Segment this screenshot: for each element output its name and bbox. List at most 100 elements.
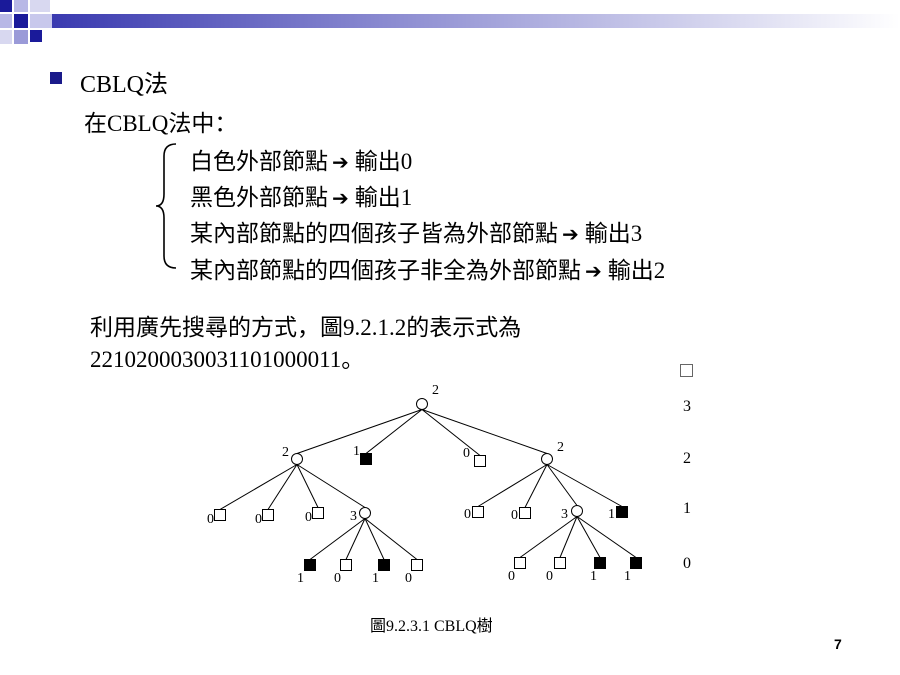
rule-text: 黑色外部節點 [190,185,328,210]
header-decoration [0,0,900,44]
tree-node-label: 3 [561,507,568,522]
tree-internal-node [541,453,553,465]
tree-internal-node [359,507,371,519]
tree-edge [219,464,298,510]
right-arrow-icon: ➔ [332,186,349,210]
tree-edge [559,516,578,558]
tree-edge [421,409,481,456]
slide-heading: CBLQ法 [80,72,169,98]
tree-node-label: 1 [372,571,379,586]
tree-black-leaf [630,557,642,569]
tree-node-label: 0 [305,510,312,525]
tree-node-label: 0 [405,571,412,586]
tree-black-leaf [594,557,606,569]
rule-text: 某內部節點的四個孩子皆為外部節點 [190,221,558,246]
rule-output: 輸出1 [354,185,413,210]
rule-output: 輸出3 [584,221,643,246]
tree-edge [421,409,548,454]
level-label: 0 [683,555,691,572]
tree-edge [365,409,423,454]
tree-node-label: 1 [590,569,597,584]
deco-square [30,30,42,42]
tree-internal-node [291,453,303,465]
tree-node-label: 3 [350,509,357,524]
tree-node-label: 0 [207,512,214,527]
deco-square [0,0,12,12]
deco-square [14,0,28,12]
tree-white-leaf [554,557,566,569]
tree-black-leaf [378,559,390,571]
tree-edge [546,464,623,507]
tree-white-leaf [514,557,526,569]
deco-square [14,30,28,44]
tree-node-label: 2 [432,383,439,398]
tree-edge [546,464,578,506]
right-arrow-icon: ➔ [585,259,602,283]
rule-white-external: 白色外部節點➔輸出0 [190,142,412,176]
tree-node-label: 0 [546,569,553,584]
intro-text: 在CBLQ法中： [84,111,238,136]
rule-output: 輸出0 [354,149,413,174]
tree-internal-node [571,505,583,517]
tree-node-label: 0 [511,508,518,523]
rule-black-external: 黑色外部節點➔輸出1 [190,178,412,212]
right-arrow-icon: ➔ [332,150,349,174]
deco-square [0,30,12,44]
tree-white-leaf [340,559,352,571]
rule-text: 白色外部節點 [190,149,328,174]
tree-node-label: 0 [334,571,341,586]
tree-white-leaf [214,509,226,521]
tree-edge [296,464,319,508]
rule-not-all-external: 某內部節點的四個孩子非全為外部節點➔輸出2 [190,251,665,285]
header-gradient-bar [52,14,900,28]
tree-white-leaf [411,559,423,571]
tree-white-leaf [474,455,486,467]
deco-square [30,0,50,12]
tree-edge [309,518,366,560]
tree-edge [364,518,418,560]
paragraph-line-2: 2210200030031101000011。 [90,347,365,372]
tree-node-label: 0 [463,446,470,461]
tree-edge [267,464,298,510]
tree-black-leaf [360,453,372,465]
deco-square [30,14,52,28]
paragraph-line-1: 利用廣先搜尋的方式，圖9.2.1.2的表示式為 [90,315,522,340]
tree-node-label: 1 [624,569,631,584]
curly-brace [155,143,177,269]
tree-node-label: 0 [464,507,471,522]
tree-white-leaf [519,507,531,519]
rule-text: 某內部節點的四個孩子非全為外部節點 [190,258,581,283]
level-label: 2 [683,450,691,467]
deco-square [14,14,28,28]
tree-black-leaf [304,559,316,571]
tree-node-label: 2 [282,445,289,460]
tree-node-label: 1 [608,507,615,522]
tree-edge [296,464,366,508]
page-number: 7 [834,636,842,652]
tree-edge [576,516,601,558]
legend-square-icon [680,364,693,377]
tree-edge [345,518,366,560]
tree-white-leaf [262,509,274,521]
tree-white-leaf [312,507,324,519]
tree-node-label: 0 [508,569,515,584]
tree-edge [364,518,385,560]
bullet-square-icon [50,72,62,84]
rule-all-external: 某內部節點的四個孩子皆為外部節點➔輸出3 [190,214,642,248]
tree-edge [477,464,548,507]
tree-edge [524,464,548,508]
right-arrow-icon: ➔ [562,222,579,246]
deco-square [0,14,12,28]
tree-node-label: 2 [557,440,564,455]
rule-output: 輸出2 [607,258,666,283]
level-label: 1 [683,500,691,517]
tree-node-label: 0 [255,512,262,527]
tree-node-label: 1 [353,444,360,459]
level-label: 3 [683,398,691,415]
tree-internal-node [416,398,428,410]
figure-caption: 圖9.2.3.1 CBLQ樹 [370,618,493,635]
tree-edge [519,516,578,558]
tree-edge [576,516,637,558]
tree-white-leaf [472,506,484,518]
